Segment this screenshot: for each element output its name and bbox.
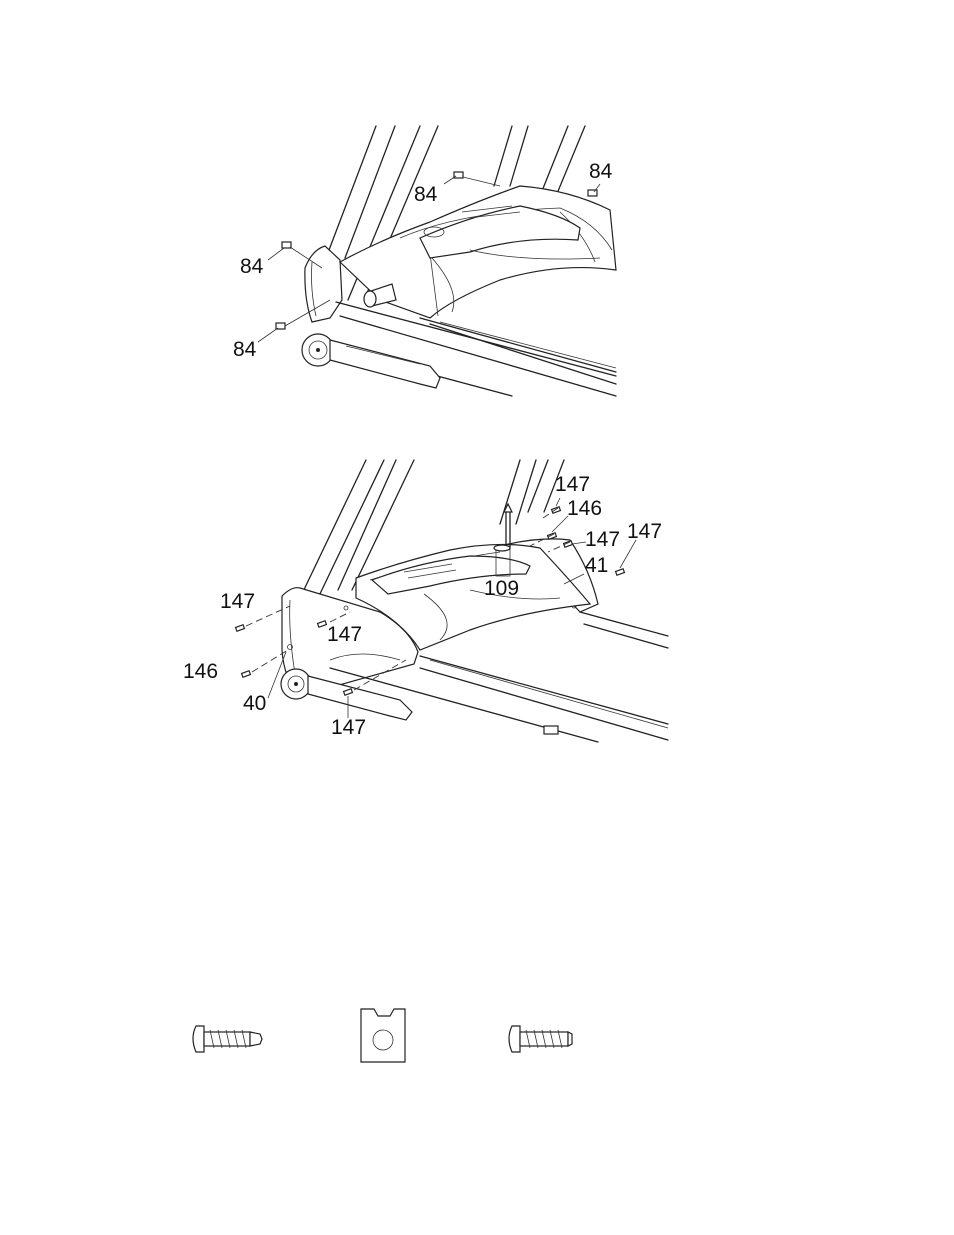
callout-40: 40 — [243, 693, 266, 714]
bottom-assembly-figure — [236, 460, 668, 742]
callout-147-center: 147 — [327, 624, 362, 645]
callout-147-top: 147 — [555, 474, 590, 495]
speed-nut-clip-icon — [361, 1009, 405, 1062]
top-assembly-figure — [258, 126, 616, 396]
self-drilling-screw-icon — [193, 1026, 262, 1052]
callout-146-top: 146 — [567, 498, 602, 519]
callout-41: 41 — [585, 555, 608, 576]
callout-147-left: 147 — [220, 591, 255, 612]
callout-84-left-lower: 84 — [233, 339, 256, 360]
callout-84-top-right: 84 — [589, 161, 612, 182]
callout-84-top-center: 84 — [414, 184, 437, 205]
callout-109: 109 — [484, 578, 519, 599]
callout-146-left: 146 — [183, 661, 218, 682]
callout-147-right-inner: 147 — [585, 529, 620, 550]
callout-147-right-outer: 147 — [627, 521, 662, 542]
callout-84-left-upper: 84 — [240, 256, 263, 277]
callout-147-bottom: 147 — [331, 717, 366, 738]
tapping-screw-icon — [509, 1026, 572, 1052]
